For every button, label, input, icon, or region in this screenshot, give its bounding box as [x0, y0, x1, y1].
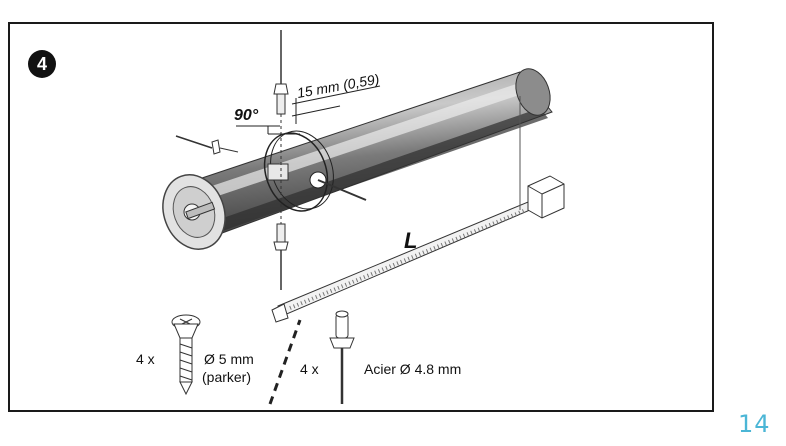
length-label: L — [404, 228, 417, 253]
screw-quantity: 4 x — [136, 351, 155, 367]
top-rivet — [273, 30, 289, 238]
measuring-tape — [268, 96, 565, 405]
page-number: 14 — [738, 410, 771, 438]
step-number-badge: 4 — [28, 50, 56, 78]
rivet-steel — [329, 310, 355, 404]
angle-label: 90° — [234, 107, 259, 124]
screw-parker — [171, 314, 201, 396]
rivet-quantity: 4 x — [300, 361, 319, 377]
instruction-frame — [8, 22, 714, 412]
screw-type: (parker) — [202, 369, 251, 385]
angle-90-marker — [236, 125, 300, 135]
screw-size: Ø 5 mm — [204, 351, 254, 367]
side-rivet — [175, 135, 239, 155]
bottom-rivet — [273, 223, 289, 290]
dimension-15mm — [291, 85, 381, 124]
roller-tube — [162, 68, 553, 250]
offset-label: 15 mm (0,59) — [296, 71, 381, 101]
rivet-spec: Acier Ø 4.8 mm — [364, 361, 461, 377]
